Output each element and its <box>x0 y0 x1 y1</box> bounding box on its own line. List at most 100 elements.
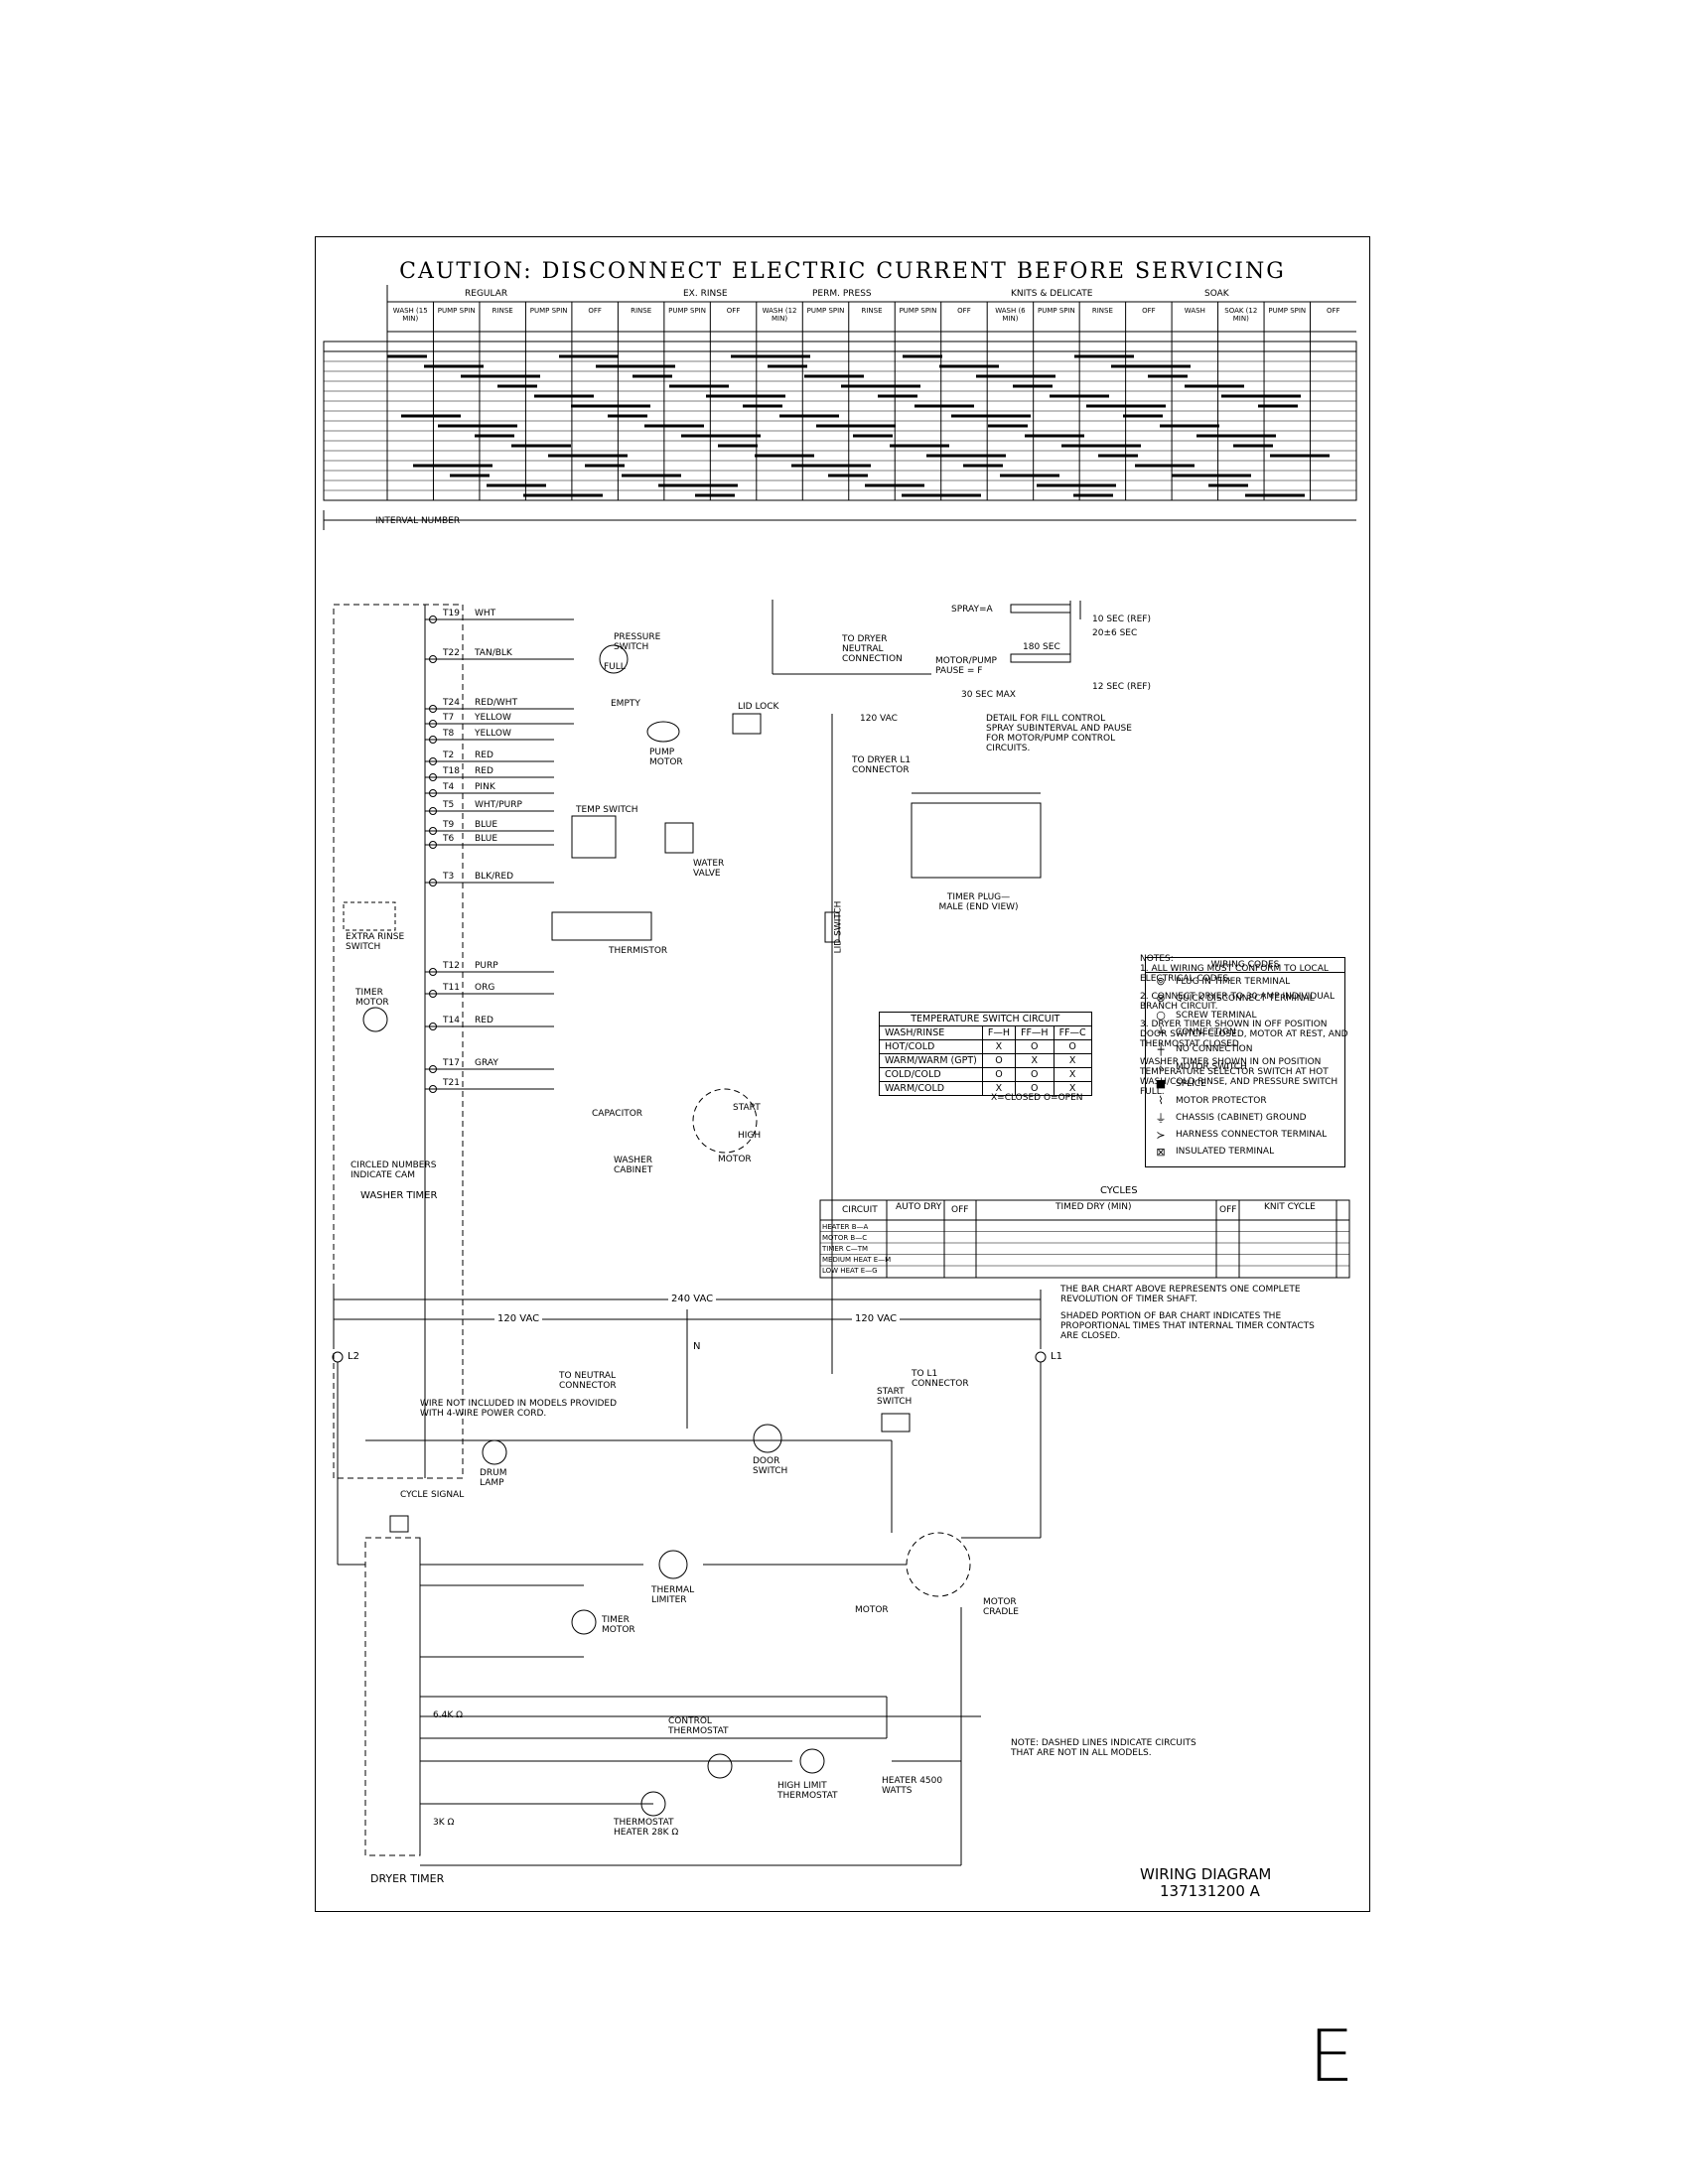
code-row: ⌇MOTOR PROTECTOR <box>1146 1092 1344 1109</box>
dryer-note: NOTE: DASHED LINES INDICATE CIRCUITS THA… <box>1011 1738 1196 1758</box>
tsw-cell: WARM/COLD <box>879 1081 983 1096</box>
cycles-row-label: TIMER C—TM <box>822 1245 869 1253</box>
tsw-header: FF—H <box>1014 1025 1055 1040</box>
code-label: PLUG IN TIMER TERMINAL <box>1176 976 1291 987</box>
tsw-cell: O <box>1014 1067 1055 1082</box>
cycles-circuit: CIRCUIT <box>842 1205 878 1215</box>
motor-switch-icon: ⫰ <box>1158 1059 1164 1073</box>
terminal-icon <box>429 789 437 797</box>
schematic-svg <box>323 285 1357 1866</box>
lid-switch-label: LID SWITCH <box>833 900 844 954</box>
wire-color-label: YELLOW <box>475 729 511 739</box>
code-row: ⫰ MOTOR SWITCH <box>1146 1058 1344 1075</box>
cycles-auto-dry: AUTO DRY <box>896 1202 942 1212</box>
chassis-ground-icon: ⏚ <box>1155 1112 1167 1126</box>
tsw-header: F—H <box>981 1025 1016 1040</box>
terminal-label: T4 <box>443 782 455 792</box>
quick-disconnect-icon: ⊗ <box>1156 992 1166 1006</box>
wire-color-label: ORG <box>475 983 495 993</box>
tsw-cell: X <box>981 1039 1016 1054</box>
cycles-table-frame <box>819 1199 1350 1279</box>
cycles-timed-dry: TIMED DRY (MIN) <box>1055 1202 1132 1212</box>
circled-numbers-note: CIRCLED NUMBERS INDICATE CAM <box>351 1160 437 1180</box>
cycle-signal-label: CYCLE SIGNAL <box>400 1490 465 1500</box>
terminal-label: T11 <box>443 983 460 993</box>
splice-icon: ■ <box>1155 1077 1167 1091</box>
chart-step-label: RINSE <box>861 307 883 315</box>
tsw-cell: X <box>1053 1067 1092 1082</box>
terminal-label: T14 <box>443 1016 460 1025</box>
terminal-label: T19 <box>443 609 460 618</box>
group-regular: REGULAR <box>465 289 508 299</box>
chart-step-label: WASH <box>1184 307 1205 315</box>
code-row: ≻HARNESS CONNECTOR TERMINAL <box>1146 1127 1344 1144</box>
terminal-icon <box>429 968 437 976</box>
cycles-row-label: LOW HEAT E—G <box>822 1267 878 1275</box>
wire-color-label: PINK <box>475 782 495 792</box>
screw-terminal-icon: ○ <box>1156 1009 1166 1023</box>
tsw-cell: COLD/COLD <box>879 1067 983 1082</box>
note-1: 1. ALL WIRING MUST CONFORM TO LOCAL ELEC… <box>1140 964 1329 984</box>
notes-head: NOTES: <box>1140 954 1174 964</box>
insulated-terminal-icon: ⊠ <box>1156 1145 1166 1159</box>
terminal-label: T24 <box>443 698 460 708</box>
code-label: MOTOR SWITCH <box>1176 1061 1247 1072</box>
cycles-title: CYCLES <box>1100 1185 1138 1196</box>
notes-block: NOTES: 1. ALL WIRING MUST CONFORM TO LOC… <box>1140 954 1348 1097</box>
tsw-cell: O <box>1053 1039 1092 1054</box>
chart-step-label: PUMP SPIN <box>1037 307 1075 315</box>
l1-label: L1 <box>1051 1351 1062 1362</box>
harness-connector-icon: ≻ <box>1156 1128 1166 1142</box>
n-label: N <box>693 1341 701 1352</box>
terminal-icon <box>429 736 437 744</box>
chart-step-label: PUMP SPIN <box>806 307 845 315</box>
dryer-timer-box <box>364 1537 421 1856</box>
terminal-label: T12 <box>443 961 460 971</box>
code-row: ⊚ PLUG IN TIMER TERMINAL <box>1146 973 1344 990</box>
tsw-cell: HOT/COLD <box>879 1039 983 1054</box>
revision-letter: E <box>1309 2014 1354 2098</box>
extra-rinse-label: EXTRA RINSE SWITCH <box>346 932 405 952</box>
cycles-row-label: MOTOR B—C <box>822 1234 868 1242</box>
washer-timer-box <box>333 604 464 1479</box>
motor-pump-label: MOTOR/PUMP PAUSE = F <box>935 656 997 676</box>
chart-step-label: RINSE <box>631 307 652 315</box>
note-2: 2. CONNECT DRYER TO 30 AMP INDIVIDUAL BR… <box>1140 992 1335 1012</box>
pressure-switch-label: PRESSURE SWITCH <box>614 632 661 652</box>
chart-step-label: WASH (12 MIN) <box>762 307 797 323</box>
motor-cradle-label: MOTOR CRADLE <box>983 1597 1019 1617</box>
terminal-label: T3 <box>443 872 455 882</box>
terminal-icon <box>429 757 437 765</box>
plug-terminal-icon: ⊚ <box>1156 975 1166 989</box>
code-row: ○SCREW TERMINAL <box>1146 1007 1344 1024</box>
cycles-row-label: HEATER B—A <box>822 1223 869 1231</box>
cycles-row-label: MEDIUM HEAT E—M <box>822 1256 892 1264</box>
empty-label: EMPTY <box>611 699 640 709</box>
to-l1-label: TO L1 CONNECTOR <box>912 1369 969 1389</box>
temp-switch-label: TEMP SWITCH <box>576 805 638 815</box>
thermostat-heater-label: THERMOSTAT HEATER 28K Ω <box>614 1818 679 1838</box>
wire-color-label: BLK/RED <box>475 872 513 882</box>
door-switch-label: DOOR SWITCH <box>753 1456 788 1476</box>
v120a-label: 120 VAC <box>494 1313 543 1324</box>
terminal-label: T7 <box>443 713 455 723</box>
spray-label: SPRAY=A <box>951 605 993 614</box>
r64-label: 6.4K Ω <box>433 1710 463 1720</box>
chart-step-label: RINSE <box>1091 307 1113 315</box>
note-3: 3. DRYER TIMER SHOWN IN OFF POSITION DOO… <box>1140 1020 1348 1049</box>
spray-30sec: 30 SEC MAX <box>961 690 1016 700</box>
code-label: CONNECTION <box>1176 1027 1236 1038</box>
terminal-icon <box>429 720 437 728</box>
terminal-icon <box>429 827 437 835</box>
cycles-off-2: OFF <box>1219 1205 1237 1215</box>
code-label: NO CONNECTION <box>1176 1044 1253 1055</box>
wire-color-label: PURP <box>475 961 498 971</box>
chart-step-label: PUMP SPIN <box>1268 307 1307 315</box>
chart-step-label: RINSE <box>492 307 513 315</box>
wiring-diagram-label: WIRING DIAGRAM <box>1140 1865 1272 1883</box>
tsw-cell: WARM/WARM (GPT) <box>879 1053 983 1068</box>
wire-color-label: RED <box>475 1016 493 1025</box>
chart-step-label: OFF <box>588 307 602 315</box>
connection-icon: ┴ <box>1157 1025 1165 1039</box>
